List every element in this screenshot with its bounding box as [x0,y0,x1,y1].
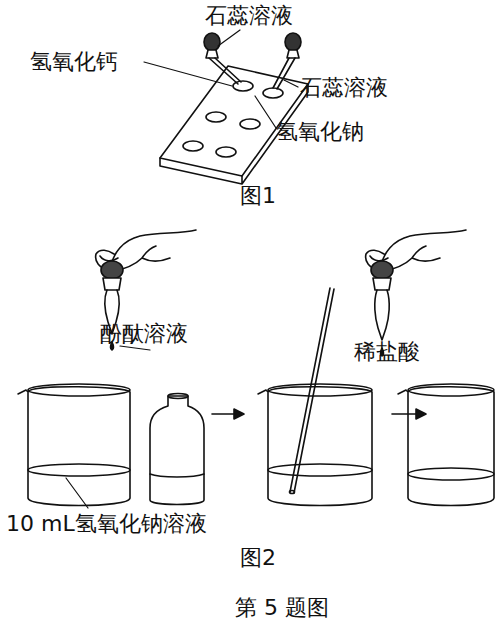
text-label: 氢氧化钠 [276,120,364,144]
beaker [398,384,494,506]
text-label: 酚酞溶液 [100,322,188,346]
bottle [150,394,204,505]
text-label: 氢氧化钙 [30,50,118,74]
text-label: 10 mL氢氧化钠溶液 [6,512,207,536]
process-arrow [212,409,426,419]
hand-dropper [96,230,196,350]
text-label: 图1 [240,184,276,208]
glass-rod [290,288,335,494]
dropper [273,33,301,89]
dropper [204,33,241,84]
beaker [258,384,372,506]
text-label: 稀盐酸 [354,340,420,364]
leader-line [66,346,150,508]
text-label: 图2 [240,546,276,570]
text-label: 石蕊溶液 [300,76,388,100]
hand-dropper [366,230,466,356]
beaker [18,384,130,506]
figure-caption: 第 5 题图 [235,596,329,620]
text-label: 石蕊溶液 [205,4,293,28]
leader-line [144,30,298,128]
